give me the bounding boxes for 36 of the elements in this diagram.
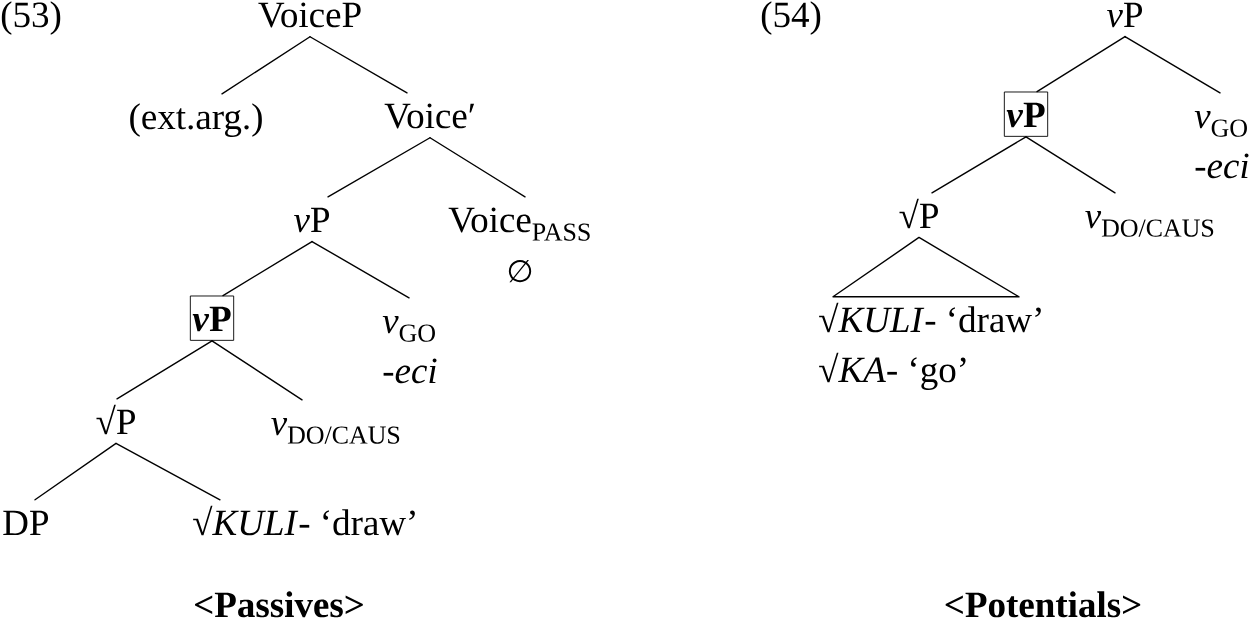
branch-line: [931, 136, 1027, 194]
branch-line: [1036, 35, 1126, 93]
branch-line: [1025, 136, 1116, 194]
branch-line: [116, 340, 213, 400]
node-label: √P: [96, 404, 135, 435]
node-label: VoiceP: [258, 2, 361, 28]
branch-line: [311, 240, 410, 299]
node-label: Voice$_{PASS}$ ∅: [448, 207, 590, 283]
node-label: Voice′: [384, 103, 475, 129]
branch-line: [222, 240, 313, 297]
example-number: (53): [1, 1, 61, 35]
branch-line: [34, 442, 117, 501]
node-label: √KULI- ‘draw’: [193, 505, 415, 536]
node-label: (ext.arg.): [130, 103, 262, 137]
node-label: vP: [1107, 2, 1143, 28]
branch-line: [211, 340, 303, 401]
boxed-node-label: vP: [1003, 91, 1049, 137]
branch-line: [429, 137, 526, 198]
node-label: vP: [294, 207, 330, 233]
example-number: (54): [761, 1, 821, 35]
boxed-node-label: vP: [189, 295, 235, 341]
branch-line: [221, 36, 311, 95]
node-label: √P: [899, 198, 938, 229]
caption: <Passives>: [195, 591, 363, 618]
branch-line: [115, 442, 221, 501]
node-label: v$_{DO/CAUS}$: [1085, 211, 1214, 237]
branch-line: [1124, 35, 1221, 94]
roof-triangle: [832, 236, 1020, 298]
node-label: v$_{GO}$ -eci: [1194, 111, 1249, 179]
node-label: v$_{GO}$ -eci: [382, 316, 437, 384]
branch-line: [327, 137, 431, 198]
node-label: v$_{DO/CAUS}$: [271, 418, 400, 444]
caption: <Potentials>: [945, 591, 1141, 618]
branch-line: [309, 36, 408, 94]
node-label: √KULI- ‘draw’ √KA- ‘go’: [819, 302, 1041, 390]
node-label: DP: [3, 510, 49, 536]
